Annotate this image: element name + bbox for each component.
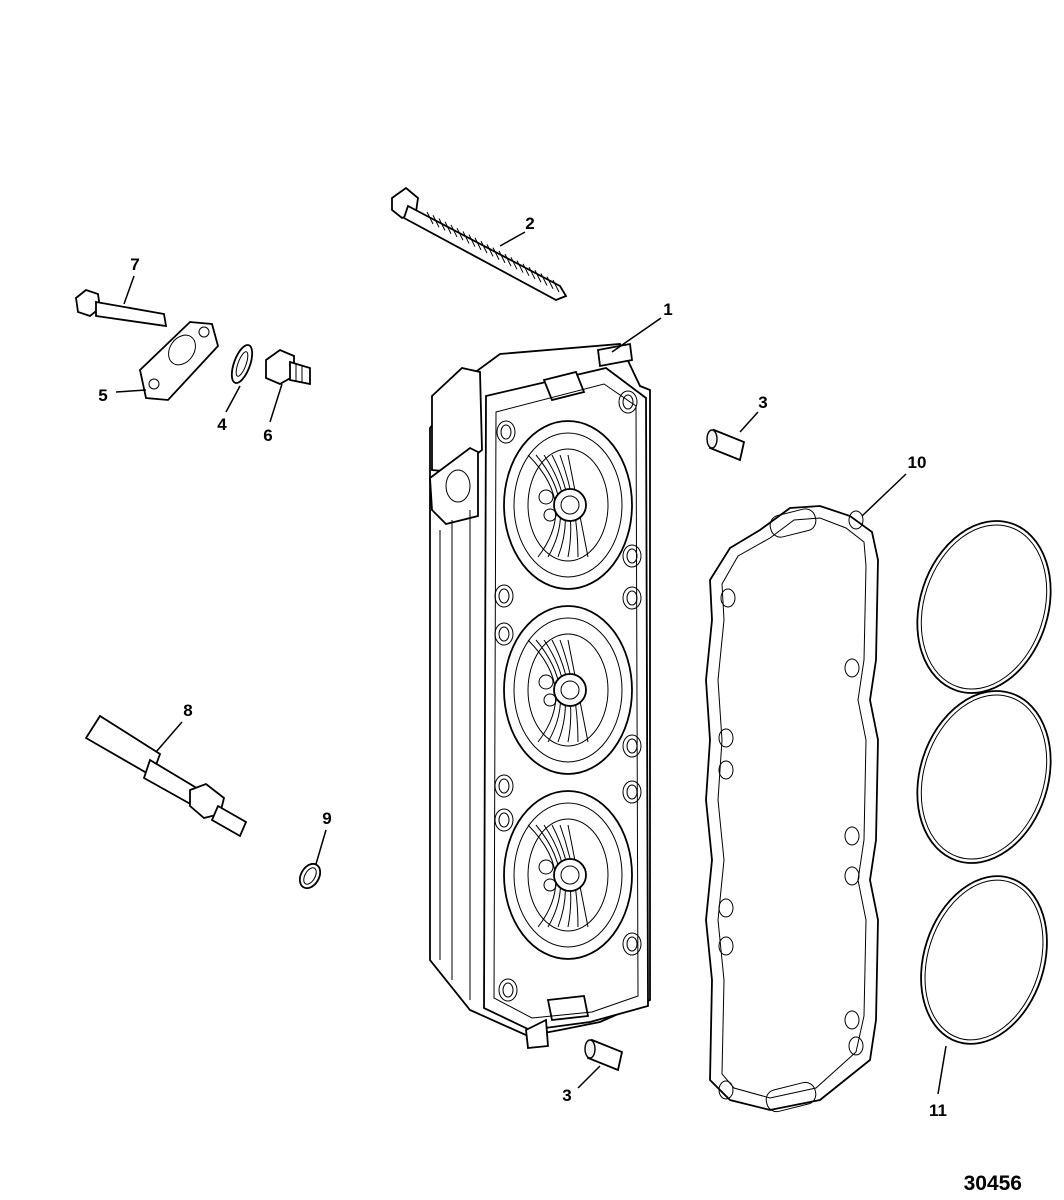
part-1-cylinder-head (429, 342, 651, 1049)
part-6-fitting (265, 348, 311, 386)
part-9-o-ring (298, 862, 322, 890)
part-10-head-gasket (705, 505, 879, 1113)
callout-9: 9 (322, 809, 331, 828)
callout-7: 7 (130, 255, 139, 274)
callout-8: 8 (183, 701, 192, 720)
part-3-dowel-pin-top (706, 428, 746, 462)
part-3-dowel-pin-bottom (584, 1038, 624, 1072)
part-11-o-rings (916, 520, 1052, 1045)
callout-3-bottom: 3 (562, 1086, 571, 1105)
callout-1: 1 (663, 300, 672, 319)
callouts: 2 1 3 3 4 5 6 7 8 9 10 11 (98, 214, 947, 1120)
callout-11: 11 (929, 1101, 947, 1120)
callout-5: 5 (98, 386, 107, 405)
part-8-sensor (84, 714, 248, 838)
part-7-bolt (75, 288, 168, 328)
part-2-long-bolt (391, 186, 568, 301)
leader-lines (115, 231, 947, 1095)
callout-6: 6 (263, 426, 272, 445)
callout-4: 4 (217, 415, 227, 434)
part-5-flange (139, 321, 219, 401)
callout-2: 2 (525, 214, 534, 233)
callout-3-top: 3 (758, 393, 767, 412)
callout-10: 10 (908, 453, 927, 472)
figure-number: 30456 (964, 1172, 1022, 1195)
part-4-washer (230, 344, 254, 384)
